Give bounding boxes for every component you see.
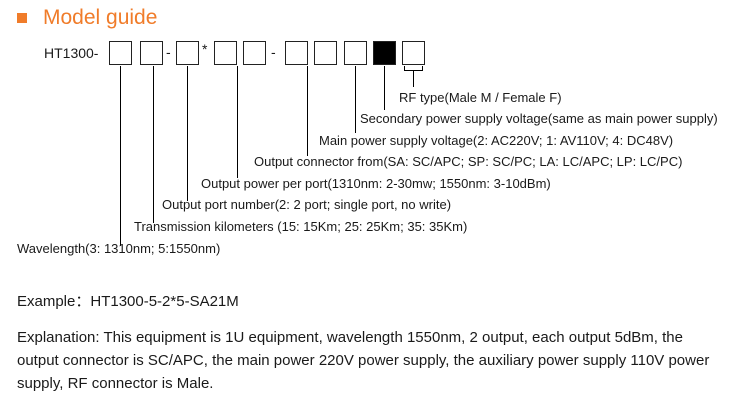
- code-box-wavelength: [109, 41, 132, 65]
- bracket-right: [422, 66, 423, 70]
- bracket-left: [404, 66, 405, 70]
- legend-output-port: Output port number(2: 2 port; single por…: [162, 197, 452, 212]
- leader-line-rf-type: [413, 70, 414, 87]
- leader-line-transmission: [153, 66, 154, 223]
- code-box-secondary-voltage: [373, 41, 396, 65]
- legend-output-power: Output power per port(1310nm: 2-30mw; 15…: [201, 176, 551, 191]
- example-text: Example：HT1300-5-2*5-SA21M: [17, 293, 239, 310]
- code-box-transmission-km: [140, 41, 163, 65]
- legend-main-voltage: Main power supply voltage(2: AC220V; 1: …: [319, 133, 674, 148]
- legend-rf-type: RF type(Male M / Female F): [399, 90, 562, 105]
- bullet-square-icon: [17, 13, 27, 23]
- leader-line-output-port: [187, 66, 188, 201]
- code-box-output-power-1: [214, 41, 237, 65]
- code-box-connector-1: [285, 41, 308, 65]
- page-title: Model guide: [43, 6, 158, 29]
- legend-secondary-voltage: Secondary power supply voltage(same as m…: [360, 111, 718, 126]
- code-box-rf-type: [402, 41, 425, 65]
- code-box-output-power-2: [243, 41, 266, 65]
- legend-wavelength: Wavelength(3: 1310nm; 5:1550nm): [17, 241, 221, 256]
- leader-line-secondary-voltage: [384, 66, 385, 110]
- leader-line-wavelength: [120, 66, 121, 246]
- explanation-text: Explanation: This equipment is 1U equipm…: [17, 329, 710, 392]
- leader-line-connector: [307, 66, 308, 156]
- leader-line-output-power: [237, 66, 238, 178]
- code-box-output-port: [176, 41, 199, 65]
- code-box-main-voltage: [344, 41, 367, 65]
- code-star: *: [202, 41, 208, 57]
- leader-line-main-voltage: [355, 66, 356, 133]
- code-separator: -: [271, 44, 276, 60]
- legend-transmission-km: Transmission kilometers (15: 15Km; 25: 2…: [134, 219, 468, 234]
- legend-output-connector: Output connector from(SA: SC/APC; SP: SC…: [254, 154, 683, 169]
- code-box-connector-2: [314, 41, 337, 65]
- model-prefix: HT1300-: [44, 45, 99, 61]
- code-separator: -: [166, 44, 171, 60]
